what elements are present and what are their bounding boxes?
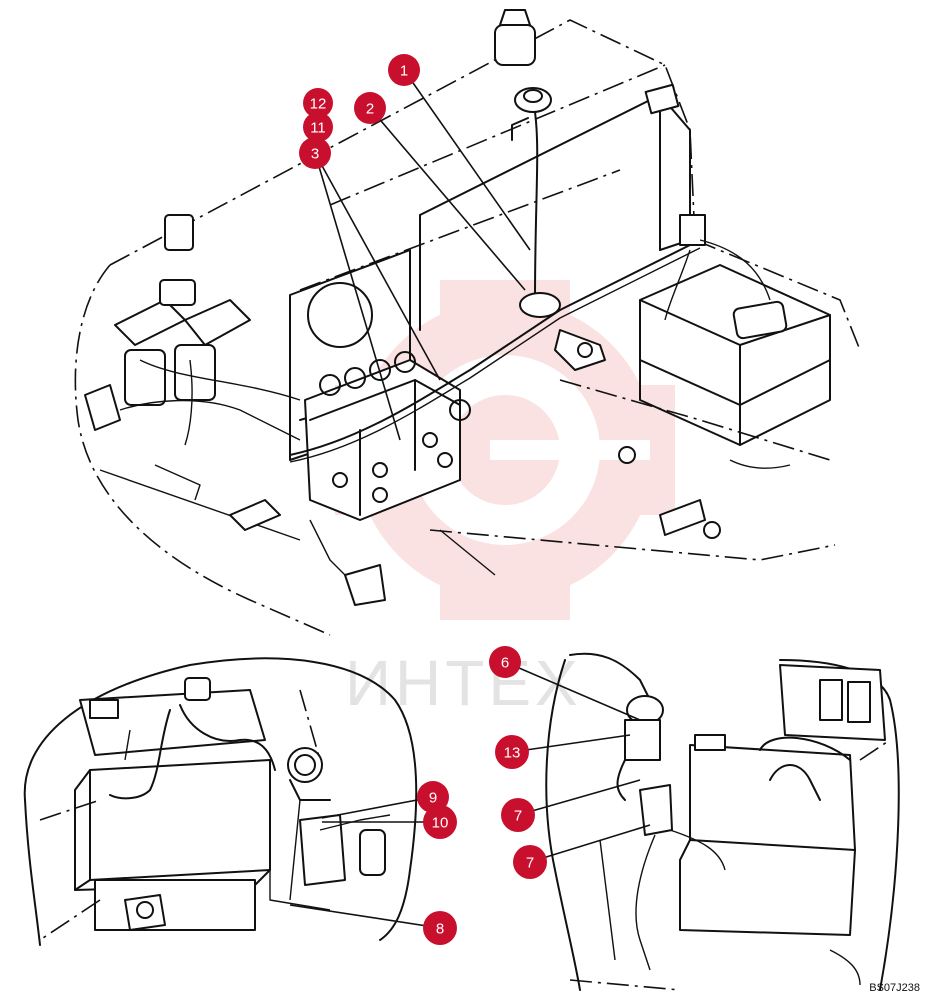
callout-13-label: 13 [504,745,521,762]
callout-10-label: 10 [432,815,449,832]
inset-right-view [545,652,900,991]
callout-7-lower-label: 7 [526,855,534,872]
callout-13: 13 [495,735,529,769]
callout-11-label: 11 [310,120,326,137]
callout-9-label: 9 [429,790,437,807]
callout-1: 1 [388,54,420,86]
callout-3-label: 3 [311,146,319,163]
callout-10: 10 [423,805,457,839]
callout-2: 2 [354,92,386,124]
main-assembly-view [74,9,861,636]
watermark-text: ИНТЕХ [345,647,582,719]
callout-9: 9 [417,781,449,813]
callout-12: 12 [303,88,333,118]
callout-2-label: 2 [366,101,374,118]
callout-8: 8 [423,911,457,945]
callout-3: 3 [299,137,331,169]
callout-7-upper: 7 [501,798,535,832]
callout-7-upper-label: 7 [514,808,522,825]
leader-lines [289,69,651,929]
drawing-code: BS07J238 [869,982,920,994]
callout-6: 6 [489,646,521,678]
callout-8-label: 8 [436,921,444,938]
callout-12-label: 12 [310,96,327,113]
callout-7-lower: 7 [513,845,547,879]
callout-11: 11 [303,112,333,142]
callout-1-label: 1 [400,63,408,80]
inset-left-view [23,657,418,946]
callout-6-label: 6 [501,655,509,672]
